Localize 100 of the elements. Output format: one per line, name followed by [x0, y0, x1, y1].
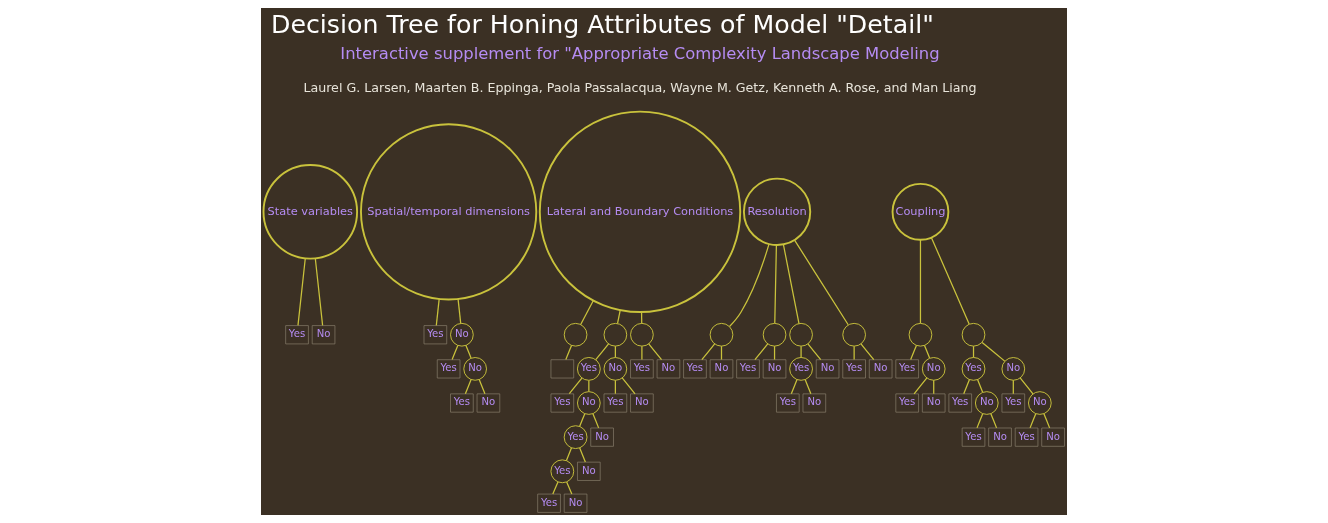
connector	[465, 344, 472, 359]
connector	[774, 244, 778, 324]
connector	[790, 378, 798, 395]
node-box: No	[577, 461, 601, 481]
node-circle: No	[1028, 391, 1052, 415]
node-circle	[563, 322, 588, 347]
connector	[595, 343, 610, 361]
node-box: No	[762, 359, 787, 379]
node-box	[550, 359, 574, 379]
connector	[701, 343, 716, 361]
node-circle	[842, 322, 866, 347]
connector	[580, 299, 594, 326]
node-box: Yes	[736, 359, 760, 379]
node-box: No	[563, 493, 588, 513]
node-box: No	[656, 359, 681, 379]
node-box: No	[815, 359, 840, 379]
connector	[565, 447, 573, 462]
node-circle: Coupling	[891, 182, 950, 241]
node-circle: No	[577, 391, 601, 415]
connector	[616, 309, 621, 325]
connector	[648, 343, 663, 361]
connector	[568, 377, 583, 395]
node-box: No	[630, 393, 654, 413]
node-box: No	[476, 393, 501, 413]
connector	[641, 345, 643, 361]
node-box: No	[590, 427, 614, 447]
node-box: Yes	[423, 325, 448, 345]
node-box: No	[1041, 427, 1065, 447]
connector	[913, 377, 928, 395]
connector	[860, 343, 875, 361]
node-circle	[709, 322, 734, 347]
connector	[910, 344, 918, 361]
connector	[566, 481, 573, 495]
node-box: No	[709, 359, 734, 379]
node-circle	[630, 322, 654, 347]
node-circle: Yes	[789, 357, 813, 381]
connector	[314, 257, 324, 327]
node-box: Yes	[436, 359, 461, 379]
node-box: Yes	[895, 359, 919, 379]
connector	[754, 343, 769, 361]
connector	[621, 377, 636, 395]
node-box: Yes	[961, 427, 986, 447]
node-circle: No	[603, 357, 628, 381]
node-circle: No	[450, 322, 474, 347]
node-box: No	[311, 325, 336, 345]
node-circle	[603, 322, 628, 347]
node-circle: Yes	[550, 459, 575, 484]
connector	[981, 341, 1006, 362]
connector	[565, 344, 573, 361]
connector	[552, 481, 559, 495]
connector	[807, 343, 822, 361]
node-box: Yes	[450, 393, 474, 413]
connector	[451, 344, 459, 361]
connector	[923, 344, 931, 359]
diagram-title: Decision Tree for Honing Attributes of Model "Detail"	[270, 10, 934, 40]
connector	[297, 257, 306, 327]
connector	[800, 345, 802, 358]
connector	[579, 413, 586, 427]
node-box: Yes	[603, 393, 628, 413]
connector	[579, 447, 586, 463]
node-box: Yes	[842, 359, 866, 379]
connector	[464, 378, 472, 395]
connector	[976, 413, 984, 429]
connector	[976, 378, 984, 393]
node-circle	[789, 322, 813, 347]
node-box: Yes	[550, 393, 574, 413]
node-box: No	[922, 393, 946, 413]
node-box: Yes	[285, 325, 309, 345]
node-circle: No	[1001, 357, 1026, 381]
connector	[1019, 377, 1034, 395]
connector	[457, 298, 462, 324]
connector	[990, 413, 998, 429]
connector	[592, 413, 600, 429]
connector	[1043, 413, 1051, 429]
connector	[793, 239, 849, 326]
node-box: Yes	[630, 359, 654, 379]
node-circle: Spatial/temporal dimensions	[360, 123, 538, 301]
node-box: Yes	[537, 493, 561, 513]
node-box: Yes	[1014, 427, 1039, 447]
node-circle	[961, 322, 986, 347]
node-circle	[762, 322, 787, 347]
node-box: Yes	[1001, 393, 1025, 413]
node-box: Yes	[776, 393, 800, 413]
node-circle	[908, 322, 933, 347]
connector	[963, 378, 971, 395]
node-circle: Yes	[961, 357, 986, 381]
label: Laurel G. Larsen, Maarten B. Eppinga, Paola Passalacqua, Wayne M. Getz, Kenneth A. Rose, and Man Liang	[303, 80, 977, 96]
node-circle: Resolution	[742, 177, 812, 246]
node-box: No	[869, 359, 893, 379]
node-circle: No	[463, 357, 487, 381]
node-circle: State variables	[262, 164, 359, 260]
node-circle: No	[974, 391, 999, 415]
connector	[435, 298, 440, 326]
connector	[782, 243, 800, 325]
node-box: No	[988, 427, 1012, 447]
connector	[728, 243, 770, 328]
node-circle: Yes	[563, 425, 588, 450]
connector	[804, 378, 812, 395]
node-circle: No	[921, 357, 946, 381]
node-box: No	[802, 393, 827, 413]
